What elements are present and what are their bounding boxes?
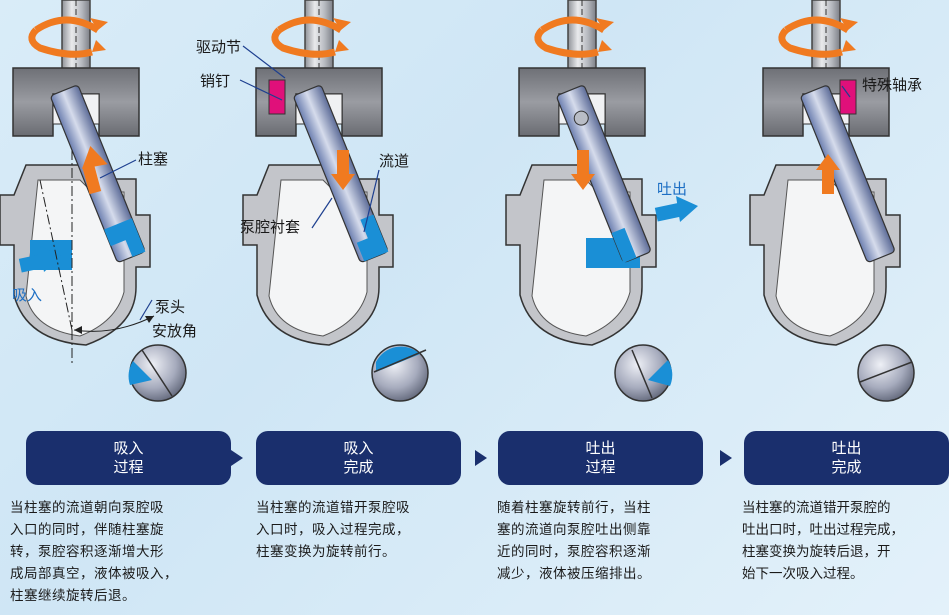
step-box-suction-process: 吸入 过程: [26, 431, 231, 485]
cross-section-3: [614, 344, 673, 402]
step-description-discharge-process: 随着柱塞旋转前行，当柱 塞的流道向泵腔吐出侧靠 近的同时，泵腔容积逐渐 减少，液…: [497, 497, 729, 585]
label-drive-joint: 驱动节: [196, 38, 241, 56]
step-box-suction-complete: 吸入 完成: [256, 431, 461, 485]
step-title-line1: 吐出: [585, 439, 616, 457]
pump-unit-suction-complete: [242, 0, 394, 346]
cross-section-2: [371, 344, 429, 402]
label-suction: 吸入: [12, 286, 42, 304]
pump-unit-discharge-complete: [749, 0, 901, 346]
pump-unit-discharge-process: [505, 0, 657, 346]
step-description-suction-process: 当柱塞的流道朝向泵腔吸 入口的同时，伴随柱塞旋 转，泵腔容积逐渐增大形 成局部真…: [10, 497, 242, 607]
desc-line: 当柱塞的流道错开泵腔吸: [256, 500, 410, 516]
step-description-discharge-complete: 当柱塞的流道错开泵腔的 吐出口时，吐出过程完成， 柱塞变换为旋转后退，开 始下一…: [742, 497, 947, 585]
step-arrow: [231, 450, 243, 466]
step-description-suction-complete: 当柱塞的流道错开泵腔吸 入口时，吸入过程完成， 柱塞变换为旋转前行。: [256, 497, 488, 563]
step-box-discharge-process: 吐出 过程: [498, 431, 703, 485]
step-title-line1: 吸入: [343, 439, 374, 457]
label-chamber-liner: 泵腔衬套: [240, 218, 300, 236]
desc-line: 入口的同时，伴随柱塞旋: [10, 522, 164, 538]
mount-angle-indicator: [39, 150, 155, 365]
step-title-line1: 吐出: [831, 439, 862, 457]
suction-arrow: [18, 246, 62, 273]
step-title-line2: 完成: [831, 458, 862, 476]
desc-line: 当柱塞的流道朝向泵腔吸: [10, 500, 164, 516]
step-arrow: [475, 450, 487, 466]
label-channel: 流道: [379, 152, 409, 170]
cross-section-4: [857, 344, 915, 402]
desc-line: 始下一次吸入过程。: [742, 566, 864, 582]
desc-line: 柱塞变换为旋转前行。: [256, 544, 396, 560]
step-arrow: [720, 450, 732, 466]
step-title-line1: 吸入: [113, 439, 144, 457]
desc-line: 入口时，吸入过程完成，: [256, 522, 410, 538]
discharge-arrow: [654, 196, 698, 222]
step-title-line2: 过程: [585, 458, 616, 476]
desc-line: 转，泵腔容积逐渐增大形: [10, 544, 164, 560]
desc-line: 成局部真空，液体被吸入，: [10, 566, 178, 582]
label-discharge: 吐出: [657, 180, 687, 198]
desc-line: 减少，液体被压缩排出。: [497, 566, 651, 582]
desc-line: 近的同时，泵腔容积逐渐: [497, 544, 651, 560]
desc-line: 塞的流道向泵腔吐出侧靠: [497, 522, 651, 538]
cross-section-1: [128, 344, 187, 402]
step-title-line2: 过程: [113, 458, 144, 476]
desc-line: 柱塞继续旋转后退。: [10, 588, 136, 604]
label-special-bearing: 特殊轴承: [862, 76, 922, 94]
label-plunger: 柱塞: [138, 150, 168, 168]
leader-lines: [99, 45, 851, 321]
label-mount-angle: 安放角: [152, 322, 197, 340]
label-pump-head: 泵头: [155, 298, 185, 316]
desc-line: 柱塞变换为旋转后退，开: [742, 544, 891, 560]
label-pin: 销钉: [200, 72, 230, 90]
desc-line: 随着柱塞旋转前行，当柱: [497, 500, 651, 516]
desc-line: 吐出口时，吐出过程完成，: [742, 522, 904, 538]
step-box-discharge-complete: 吐出 完成: [744, 431, 949, 485]
step-title-line2: 完成: [343, 458, 374, 476]
desc-line: 当柱塞的流道错开泵腔的: [742, 500, 891, 516]
